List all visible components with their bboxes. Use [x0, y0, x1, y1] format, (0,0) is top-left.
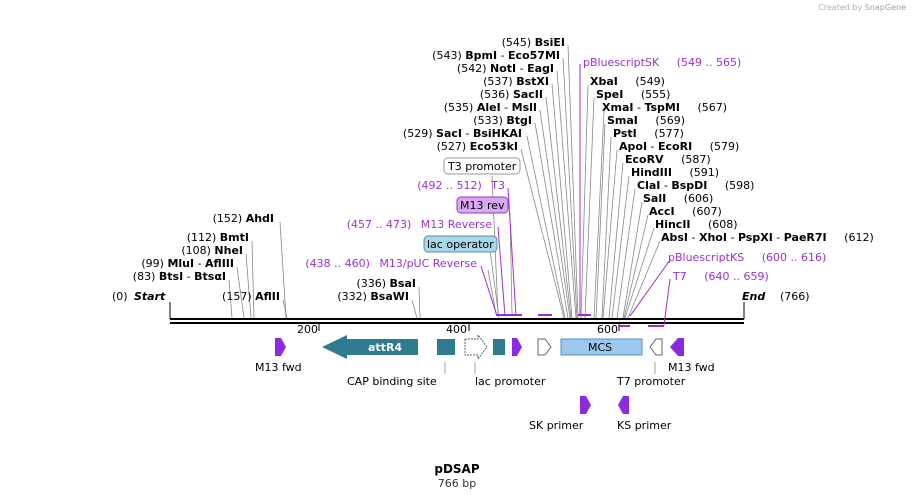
tick-label: 400 — [446, 323, 467, 336]
watermark-brand: SnapGene — [864, 3, 906, 12]
t3-promoter-arrow — [537, 338, 552, 356]
primer-label: pBluescriptSK (549 .. 565) — [583, 56, 741, 69]
t7-promoter-arrow — [649, 338, 663, 356]
t3-promoter-box: T3 promoter — [443, 157, 521, 175]
enzyme-site: AbsI - XhoI - PspXI - PaeR7I (612) — [661, 231, 874, 244]
enzyme-site: ApoI - EcoRI (579) — [619, 140, 739, 153]
enzyme-site: (83) BtsI - BtsαI — [133, 270, 226, 283]
m13-fwd-label: M13 fwd — [255, 361, 302, 374]
scale-ticks: 200 400 600 — [297, 323, 620, 336]
enzyme-site: HindIII (591) — [631, 166, 719, 179]
enzyme-site: SmaI (569) — [607, 114, 685, 127]
primer-label: T7 (640 .. 659) — [672, 270, 769, 283]
enzyme-site: SpeI (555) — [596, 88, 670, 101]
primer-label: (457 .. 473) M13 Reverse — [347, 218, 492, 231]
enzyme-site: (536) SacII — [480, 88, 543, 101]
m13-rev-box: M13 rev — [456, 196, 509, 214]
enzyme-site: (535) AleI - MslI — [444, 101, 537, 114]
mcs-label: MCS — [588, 341, 612, 354]
enzyme-site: EcoRV (587) — [625, 153, 711, 166]
start-text: Start — [134, 290, 166, 303]
m13-fwd-right-label: M13 fwd — [668, 361, 715, 374]
watermark-prefix: Created by — [818, 3, 863, 12]
m13-rev-arrow — [512, 338, 522, 356]
enzyme-site: (336) BsaI — [356, 277, 416, 290]
attr4-label: attR4 — [368, 341, 402, 354]
enzyme-connectors — [228, 44, 661, 319]
primer-connectors — [480, 64, 671, 327]
tick-label: 600 — [597, 323, 618, 336]
primer-label: (492 .. 512) T3 — [417, 179, 505, 192]
t3-promoter-label: T3 promoter — [447, 160, 517, 173]
enzyme-site: (533) BtgI — [473, 114, 532, 127]
plasmid-length: 766 bp — [437, 477, 477, 490]
enzyme-site: HincII (608) — [655, 218, 738, 231]
enzyme-site: (529) SacI - BsiHKAI — [403, 127, 522, 140]
enzyme-site: (108) NheI — [181, 244, 243, 257]
m13-fwd-arrow — [275, 338, 286, 356]
primer-label: (438 .. 460) M13/pUC Reverse — [305, 257, 477, 270]
attr4-feature — [322, 335, 418, 359]
enzyme-site: AccI (607) — [649, 205, 722, 218]
end-position: (766) — [780, 290, 810, 303]
enzyme-site: ClaI - BspDI (598) — [637, 179, 754, 192]
ks-primer-label: KS primer — [617, 419, 672, 432]
m13-fwd-right-arrow — [670, 338, 684, 356]
cap-binding-site-label: CAP binding site — [347, 375, 437, 388]
end-text: End — [742, 290, 765, 303]
enzyme-site: (157) AflII — [222, 290, 280, 303]
enzyme-site: (332) BsaWI — [337, 290, 409, 303]
enzyme-site: SalI (606) — [643, 192, 713, 205]
lac-operator-feature — [493, 339, 505, 355]
start-position: (0) — [112, 290, 128, 303]
snapgene-watermark: Created by SnapGene — [818, 3, 906, 12]
primer-labels: pBluescriptSK (549 .. 565) (492 .. 512) … — [305, 56, 826, 283]
enzyme-site: (545) BsiEI — [502, 36, 565, 49]
mcs-feature — [560, 338, 643, 356]
cap-binding-site — [437, 339, 455, 355]
end-label: End (766) — [742, 290, 810, 303]
tick-label: 200 — [297, 323, 318, 336]
sk-primer-label: SK primer — [529, 419, 584, 432]
enzyme-site: (527) Eco53kI — [437, 140, 518, 153]
ks-primer-arrow — [618, 396, 629, 414]
enzyme-site: PstI (577) — [613, 127, 684, 140]
feature-track: attR4 MCS M13 fwd CAP binding site lac p… — [255, 333, 715, 432]
enzyme-site: (543) BpmI - Eco57MI — [432, 49, 560, 62]
start-label: (0) Start — [112, 290, 166, 303]
lac-operator-label: lac operator — [427, 238, 494, 251]
m13-rev-label: M13 rev — [460, 199, 505, 212]
sk-primer-arrow — [580, 396, 591, 414]
lac-promoter-arrow — [464, 333, 488, 361]
primer-label: pBluescriptKS (600 .. 616) — [668, 251, 826, 264]
enzyme-site: XbaI (549) — [590, 75, 665, 88]
enzyme-site: (542) NotI - EagI — [457, 62, 554, 75]
enzyme-site: (99) MluI - AflIII — [141, 257, 234, 270]
enzyme-site: (152) AhdI — [213, 212, 274, 225]
enzyme-site: XmaI - TspMI (567) — [602, 101, 727, 114]
plasmid-name: pDSAP — [434, 462, 480, 476]
lac-operator-box: lac operator — [423, 235, 498, 253]
lac-promoter-label: lac promoter — [475, 375, 546, 388]
enzyme-site: (537) BstXI — [483, 75, 549, 88]
t7-promoter-label: T7 promoter — [616, 375, 686, 388]
sequence-backbone — [169, 302, 745, 324]
enzyme-site: (112) BmtI — [187, 231, 249, 244]
